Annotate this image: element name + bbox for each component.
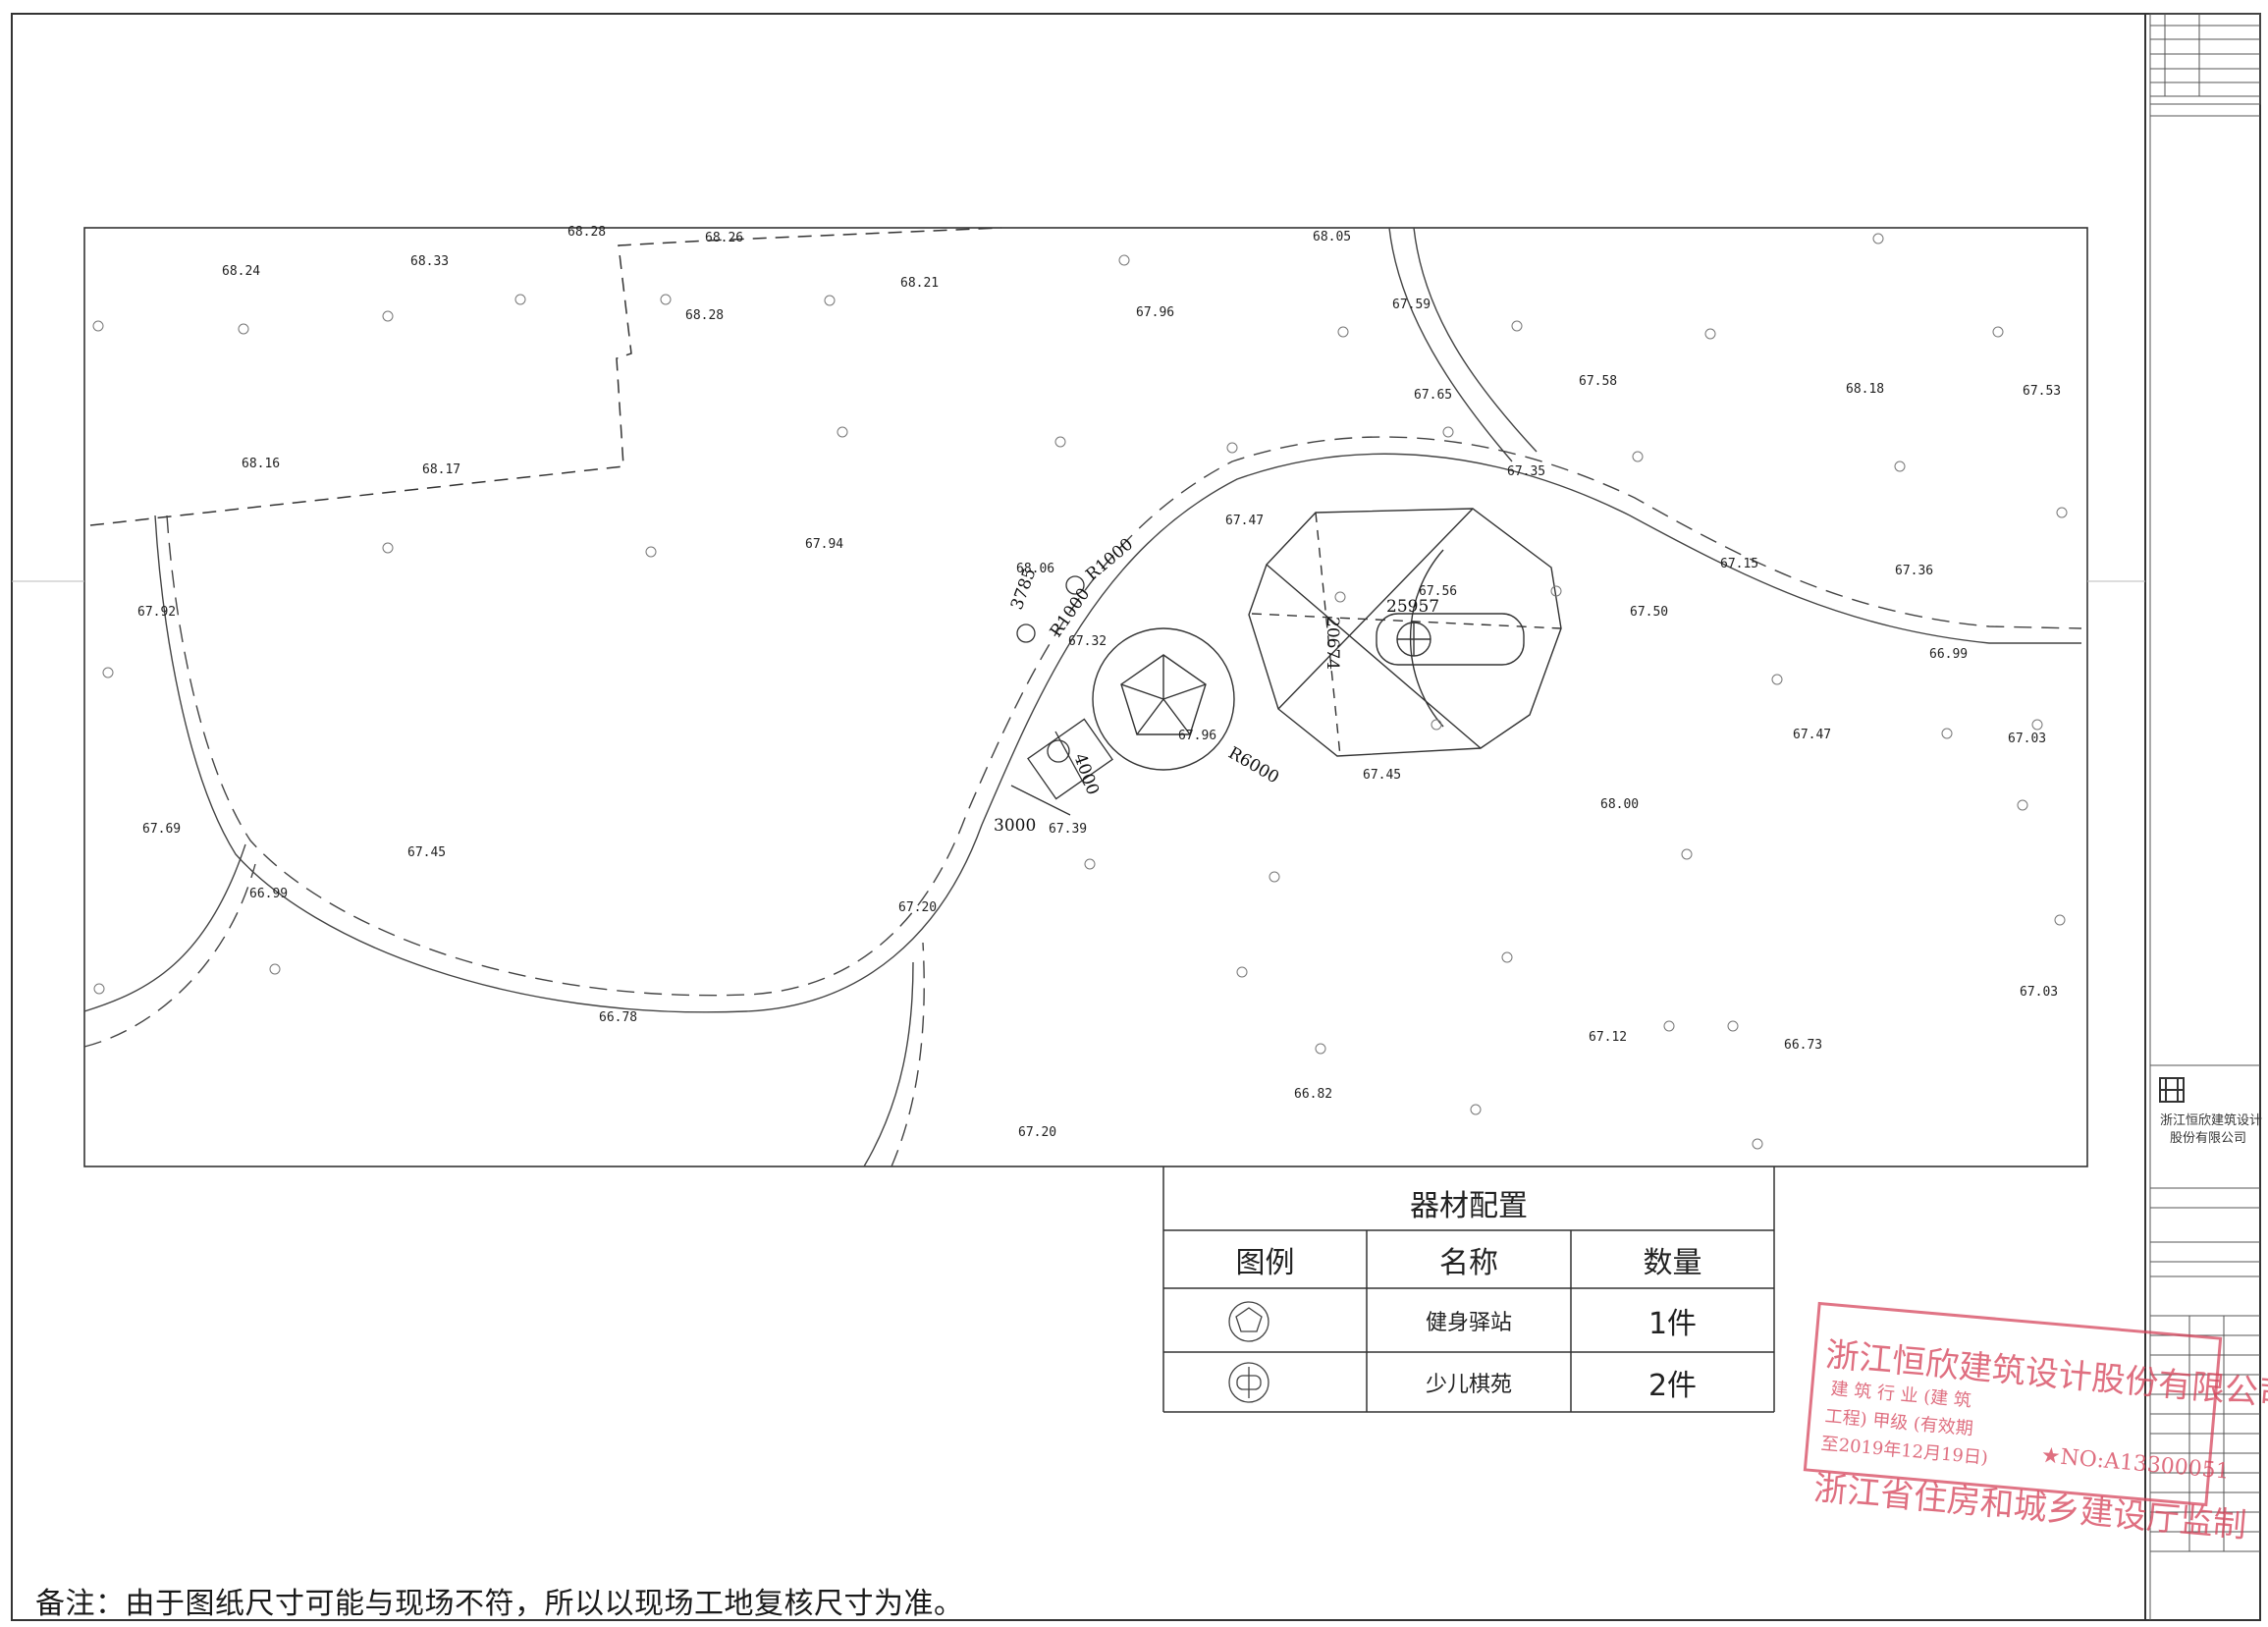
elevation-label: 67.20 — [1018, 1125, 1056, 1140]
elevation-label: 67.47 — [1225, 514, 1264, 528]
dimension-label: R1000 — [1082, 534, 1137, 584]
elevation-label: 66.99 — [1929, 647, 1968, 662]
table-header-quantity: 数量 — [1643, 1245, 1702, 1280]
elevation-label: 68.28 — [685, 308, 724, 323]
elevation-label: 68.05 — [1313, 230, 1351, 244]
property-boundary-line — [89, 227, 1002, 526]
elevation-label: 68.18 — [1846, 382, 1884, 397]
equipment-box — [1010, 575, 1113, 816]
elevation-label: 67.69 — [142, 822, 181, 837]
table-row-name: 少儿棋苑 — [1425, 1372, 1512, 1397]
kids-chess-garden-icon — [1228, 1362, 1269, 1403]
dimension-label: 4000 — [1069, 751, 1103, 797]
elevation-label: 68.33 — [410, 254, 449, 269]
kids-chess-garden-area — [1248, 508, 1562, 757]
dimension-label: 3785 — [1007, 566, 1041, 612]
elevation-label: 66.78 — [599, 1010, 637, 1025]
elevation-label: 67.32 — [1068, 634, 1107, 649]
elevation-label: 66.73 — [1784, 1038, 1822, 1053]
plant-symbols — [92, 233, 2068, 1150]
elevation-label: 67.56 — [1419, 584, 1457, 599]
elevation-labels: 68.28 68.26 68.24 68.33 68.21 68.28 67.9… — [137, 225, 2061, 1140]
elevation-label: 68.21 — [900, 276, 939, 291]
company-name: 股份有限公司 — [2170, 1131, 2247, 1146]
elevation-label: 68.26 — [705, 231, 743, 245]
elevation-label: 67.92 — [137, 605, 176, 620]
elevation-label: 67.96 — [1136, 305, 1174, 320]
elevation-label: 67.20 — [898, 900, 937, 915]
elevation-label: 68.24 — [222, 264, 260, 279]
table-row-quantity: 1件 — [1647, 1306, 1698, 1341]
table-header-name: 名称 — [1439, 1245, 1498, 1280]
dimension-label: 20674 — [1323, 617, 1342, 670]
dimension-label: 25957 — [1386, 597, 1439, 617]
dimension-labels: 3785 R1000 R1000 25957 20674 R6000 4000 … — [994, 534, 1439, 836]
elevation-label: 68.28 — [567, 225, 606, 240]
elevation-label: 67.50 — [1630, 605, 1668, 620]
elevation-label: 68.17 — [422, 462, 460, 477]
drawing-note: 备注：由于图纸尺寸可能与现场不符，所以以现场工地复核尺寸为准。 — [35, 1587, 964, 1621]
elevation-label: 67.45 — [1363, 768, 1401, 783]
elevation-label: 67.03 — [2020, 985, 2058, 1000]
table-header-legend: 图例 — [1235, 1245, 1295, 1280]
elevation-label: 67.94 — [805, 537, 843, 552]
fitness-station-icon — [1228, 1301, 1269, 1342]
elevation-label: 68.16 — [242, 457, 280, 471]
road-lines — [83, 227, 2082, 1167]
dimension-label: R6000 — [1225, 743, 1283, 787]
elevation-label: 67.39 — [1049, 822, 1087, 837]
elevation-label: 68.06 — [1016, 562, 1054, 576]
table-row-quantity: 2件 — [1647, 1368, 1698, 1403]
elevation-label: 67.45 — [407, 845, 446, 860]
elevation-label: 67.47 — [1793, 728, 1831, 742]
plan-frame — [83, 227, 2088, 1167]
seal-stamp — [1803, 1301, 2223, 1507]
elevation-label: 67.35 — [1507, 464, 1545, 479]
sheet-border — [11, 13, 2261, 1621]
elevation-label: 68.00 — [1600, 797, 1639, 812]
elevation-label: 67.58 — [1579, 374, 1617, 389]
elevation-label: 67.36 — [1895, 564, 1933, 578]
elevation-label: 66.82 — [1294, 1087, 1332, 1102]
elevation-label: 66.99 — [249, 887, 288, 901]
elevation-label: 67.15 — [1720, 557, 1758, 571]
elevation-label: 67.03 — [2008, 732, 2046, 746]
title-block — [2149, 13, 2261, 1552]
elevation-label: 67.12 — [1589, 1030, 1627, 1045]
table-row-name: 健身驿站 — [1425, 1310, 1512, 1335]
elevation-label: 67.96 — [1178, 729, 1216, 743]
elevation-label: 67.59 — [1392, 298, 1431, 312]
fitness-station-area — [1092, 627, 1235, 771]
elevation-label: 67.65 — [1414, 388, 1452, 403]
equipment-table-title: 器材配置 — [1410, 1189, 1528, 1223]
dimension-label: 3000 — [994, 816, 1036, 836]
company-logo — [2159, 1077, 2185, 1103]
equipment-table-grid — [1162, 1166, 1775, 1413]
company-name: 浙江恒欣建筑设计 — [2160, 1113, 2263, 1128]
elevation-label: 67.53 — [2023, 384, 2061, 399]
